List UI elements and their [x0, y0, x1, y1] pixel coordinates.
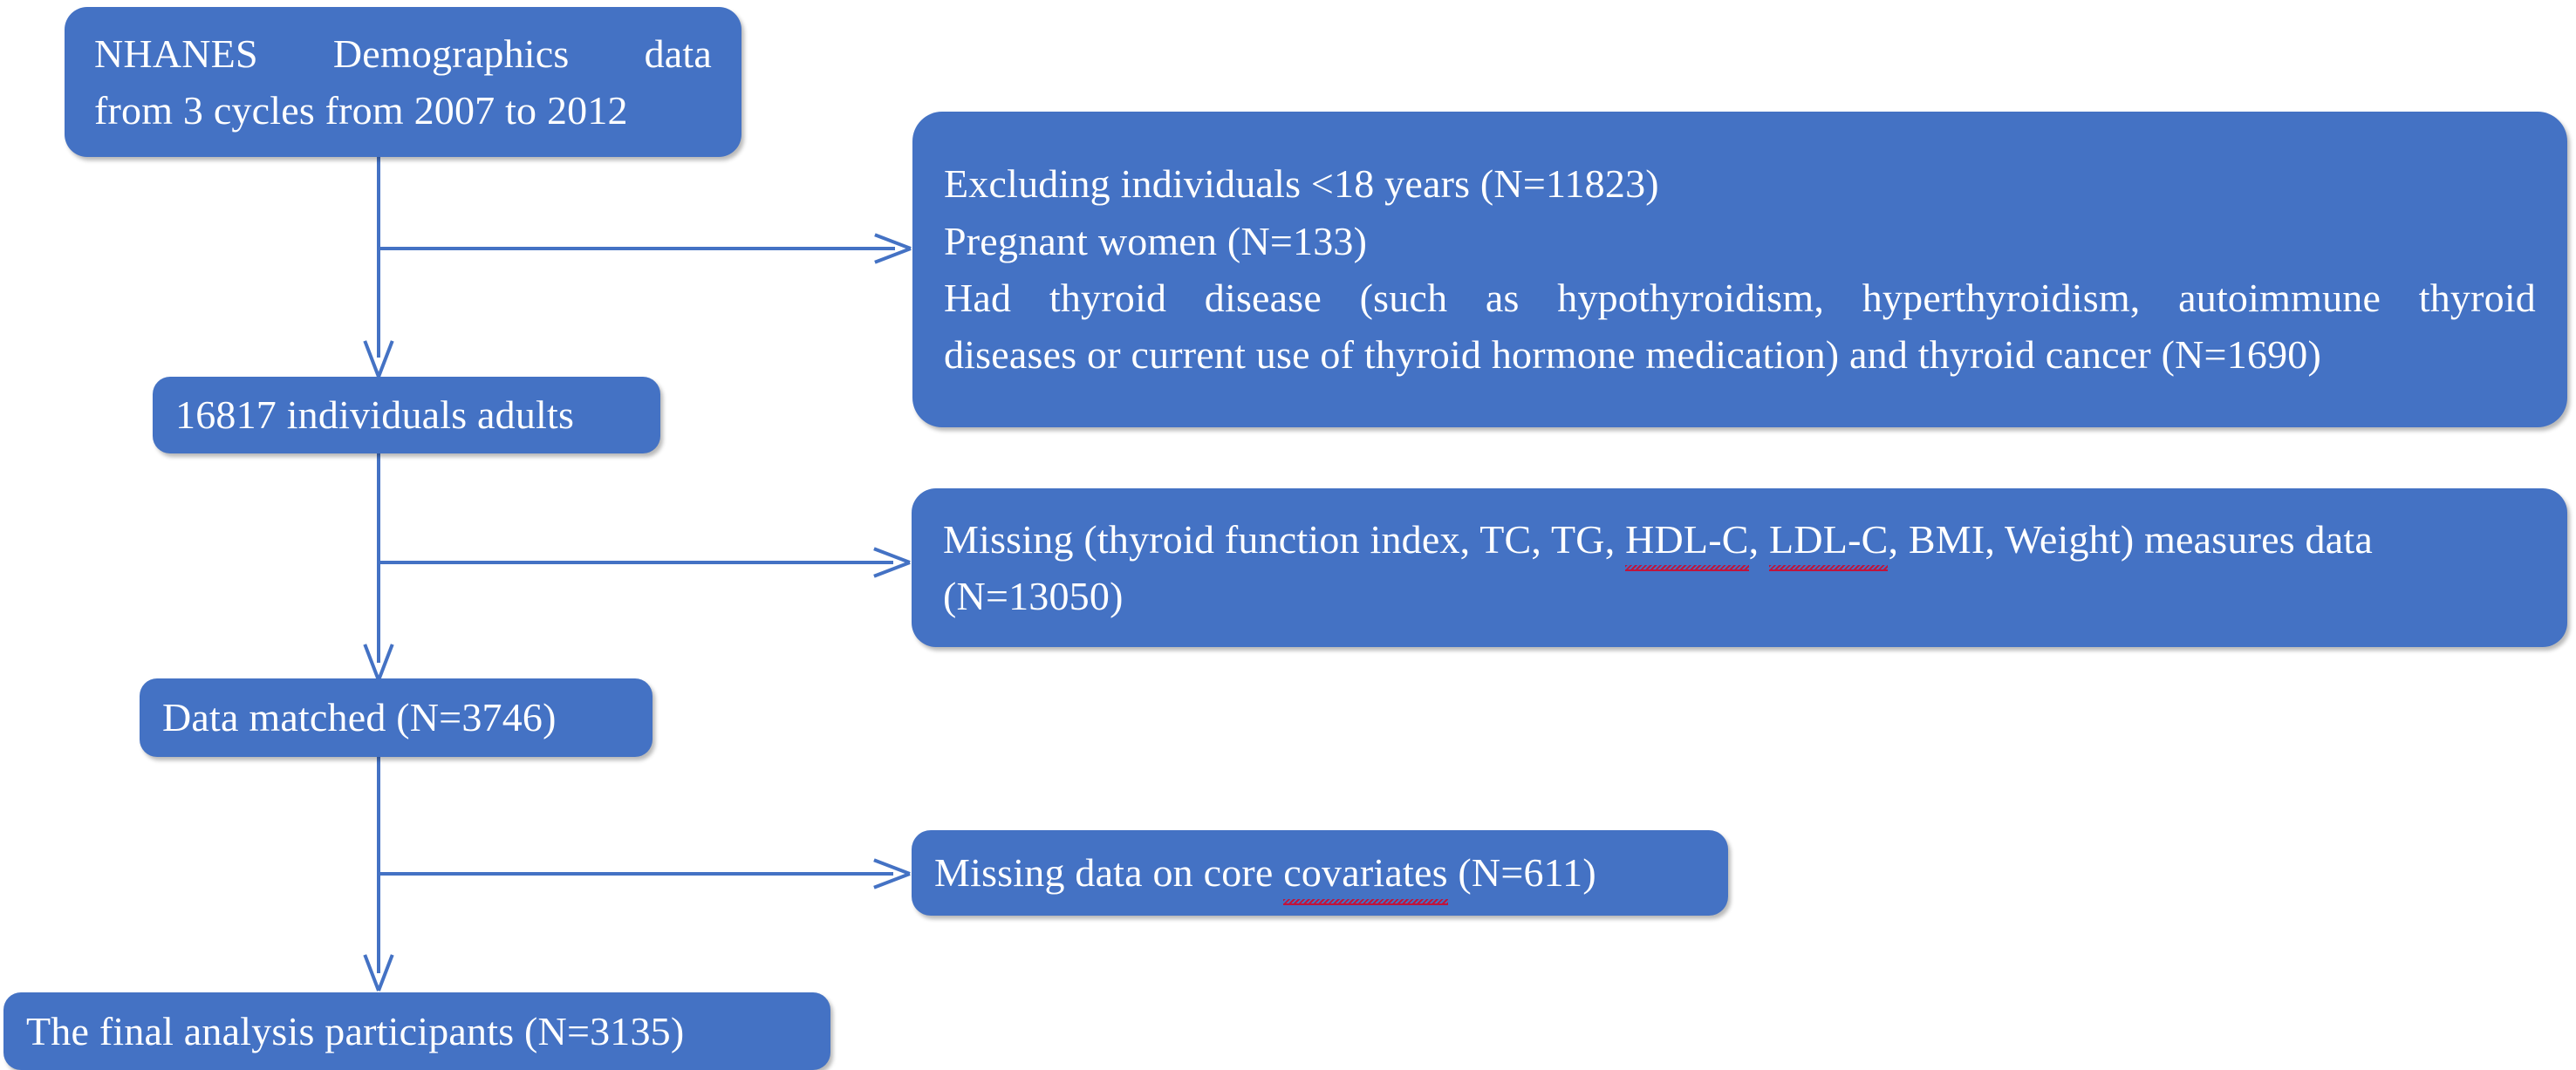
missing-measures-text-part-1: Missing (thyroid function index, TC, TG,	[943, 516, 1626, 562]
exclusion-line-1: Excluding individuals <18 years (N=11823…	[944, 161, 1659, 207]
missing-covariates-box[interactable]: Missing data on core covariates (N=611)	[912, 830, 1728, 916]
connector-matched-to-final-line	[377, 757, 380, 973]
final-participants-box[interactable]: The final analysis participants (N=3135)	[3, 992, 830, 1070]
connector-adults-to-missing-line	[379, 561, 893, 564]
connector-matched-to-covariates-line	[379, 872, 893, 876]
data-source-box[interactable]: NHANES Demographics data from 3 cycles f…	[65, 7, 741, 157]
ldl-c-misspelling: LDL-C	[1769, 511, 1889, 572]
connector-adults-to-missing-arrowhead	[871, 542, 912, 583]
missing-measures-box[interactable]: Missing (thyroid function index, TC, TG,…	[912, 488, 2567, 647]
connector-adults-to-matched-line	[377, 453, 380, 663]
exclusion-line-2: Pregnant women (N=133)	[944, 218, 1368, 263]
missing-measures-line-2: (N=13050)	[943, 574, 1124, 618]
missing-covariates-text-part-2: (N=611)	[1447, 850, 1596, 896]
hdl-c-misspelling: HDL-C	[1625, 511, 1749, 572]
missing-covariates-line: Missing data on core covariates (N=611)	[934, 844, 1705, 905]
connector-matched-to-covariates-arrowhead	[871, 854, 912, 894]
data-matched-box[interactable]: Data matched (N=3746)	[140, 678, 653, 757]
data-source-line-2: from 3 cycles from 2007 to 2012	[94, 88, 628, 133]
connector-source-to-exclusions-arrowhead	[872, 228, 912, 269]
connector-source-to-exclusions-line	[379, 247, 895, 250]
connector-source-to-adults-line	[377, 155, 380, 358]
missing-covariates-text-part-1: Missing data on core	[934, 850, 1284, 896]
covariates-misspelling: covariates	[1283, 844, 1449, 905]
connector-matched-to-final-arrowhead	[359, 952, 399, 992]
data-source-line-1: NHANES Demographics data	[94, 31, 712, 76]
exclusion-line-3: Had thyroid disease (such as hypothyroid…	[944, 276, 2536, 320]
missing-measures-line-1: Missing (thyroid function index, TC, TG,…	[943, 511, 2536, 572]
connector-adults-to-matched-arrowhead	[359, 642, 399, 682]
data-matched-label: Data matched (N=3746)	[162, 695, 557, 740]
final-participants-label: The final analysis participants (N=3135)	[26, 1008, 685, 1053]
connector-source-to-adults-arrowhead	[359, 338, 399, 378]
adults-count-label: 16817 individuals adults	[175, 392, 575, 438]
missing-measures-text-part-2: ,	[1748, 516, 1770, 562]
adults-count-box[interactable]: 16817 individuals adults	[153, 377, 660, 453]
exclusion-line-4: diseases or current use of thyroid hormo…	[944, 332, 2322, 378]
missing-measures-text-part-3: , BMI, Weight) measures data	[1888, 516, 2373, 562]
exclusion-criteria-box[interactable]: Excluding individuals <18 years (N=11823…	[912, 112, 2567, 427]
